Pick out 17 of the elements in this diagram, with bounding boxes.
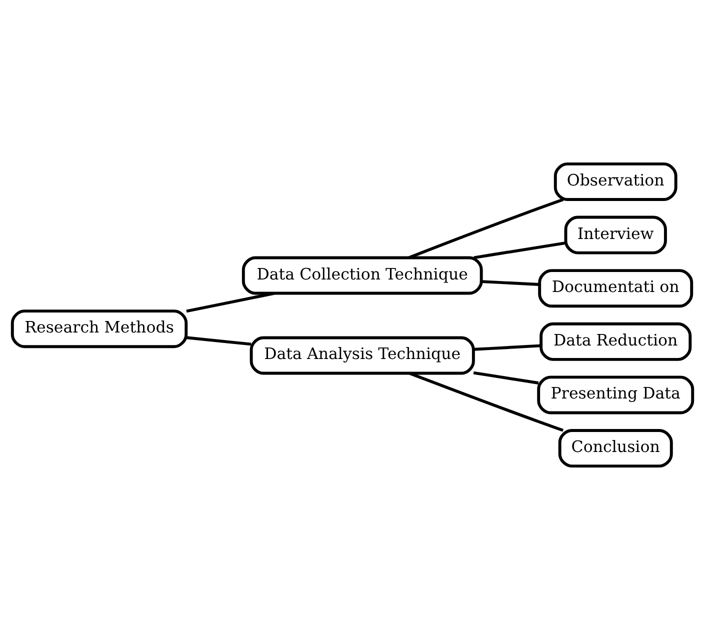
node-box: Conclusion bbox=[558, 429, 673, 468]
node-box: Presenting Data bbox=[537, 376, 694, 414]
node-box: Documentati on bbox=[538, 269, 694, 308]
connector bbox=[473, 344, 542, 351]
connector bbox=[409, 372, 564, 432]
node-box: Observation bbox=[554, 162, 678, 201]
node-box: Research Methods bbox=[10, 310, 188, 348]
connector bbox=[473, 371, 539, 384]
node-box: Interview bbox=[564, 216, 667, 254]
connector bbox=[408, 198, 564, 259]
node-box: Data Collection Technique bbox=[242, 256, 483, 295]
connector bbox=[474, 241, 566, 260]
connector bbox=[186, 292, 274, 313]
connector bbox=[186, 336, 252, 346]
node-box: Data Analysis Technique bbox=[250, 336, 475, 375]
node-box: Data Reduction bbox=[540, 322, 692, 361]
connector bbox=[482, 280, 540, 286]
